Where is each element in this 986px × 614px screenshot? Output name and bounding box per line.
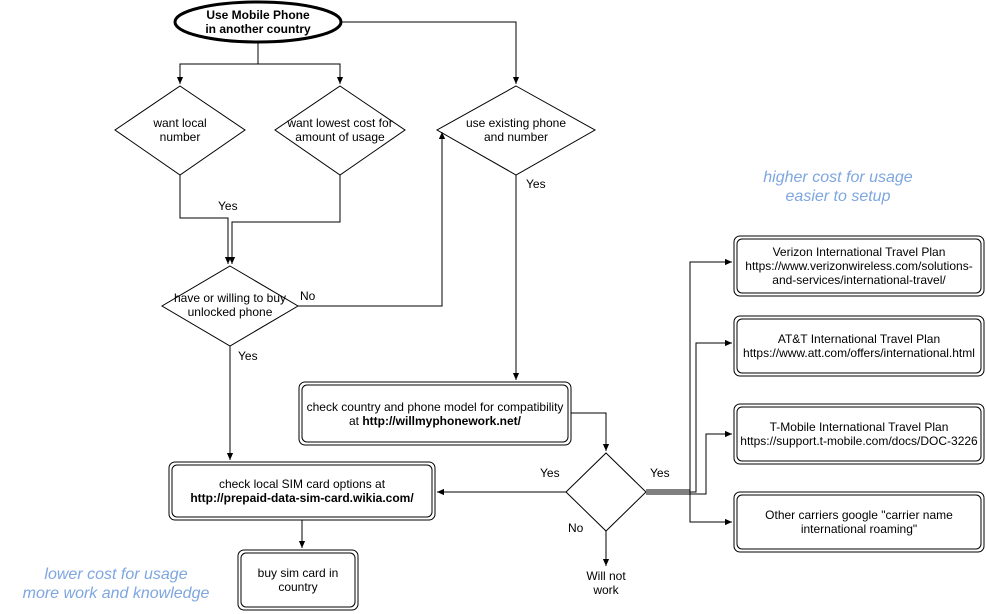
process-check-compat-label: check country and phone model for compat… <box>302 385 568 442</box>
check-sim-url[interactable]: http://prepaid-data-sim-card.wikia.com/ <box>190 491 414 505</box>
start-node-label: Use Mobile Phone in another country <box>176 8 340 36</box>
edge-local-to-unlocked <box>179 175 232 264</box>
edge-start-lowest <box>258 63 344 84</box>
edge-to-verizon <box>646 258 732 491</box>
edge-unlocked-no <box>298 132 446 307</box>
edge-to-tmobile <box>646 430 732 495</box>
edge-start-split <box>176 42 259 84</box>
edge-label-yes-local: Yes <box>218 199 238 213</box>
start-line1: Use Mobile Phone <box>206 8 310 22</box>
buy-sim-line2: country <box>278 580 318 594</box>
terminal-will-not-work: Will not work <box>576 569 636 597</box>
carrier-other-line2: international roaming" <box>800 522 918 536</box>
carrier-tmobile-line1: T-Mobile International Travel Plan <box>769 420 949 434</box>
terminal-line2: work <box>593 583 619 597</box>
check-compat-prefix: at <box>348 413 363 428</box>
process-buy-sim[interactable] <box>237 549 359 611</box>
edge-label-yes-unlocked: Yes <box>238 349 258 363</box>
terminal-line1: Will not <box>586 569 626 583</box>
decision-lowest-cost-label: want lowest cost for amount of usage <box>272 116 408 144</box>
check-compat-url[interactable]: http://willmyphonework.net/ <box>362 413 521 428</box>
edge-label-yes-left: Yes <box>540 466 560 480</box>
decision-local-number-label: want local number <box>130 116 230 144</box>
decision-local-line1: want local <box>153 116 207 130</box>
edge-start-existing <box>341 21 520 84</box>
decision-existing-line2: and number <box>483 130 549 144</box>
carrier-box-other[interactable] <box>733 491 985 553</box>
carrier-verizon-line2: https://www.verizonwireless.com/solution… <box>745 259 973 273</box>
edge-to-other <box>646 489 732 526</box>
decision-unlocked-phone-label: have or willing to buy unlocked phone <box>160 291 300 319</box>
decision-compat-result[interactable] <box>565 452 647 532</box>
note-lower-cost: lower cost for usage more work and knowl… <box>6 565 226 603</box>
check-compat-line2: at http://willmyphonework.net/ <box>307 414 564 428</box>
carrier-tmobile-line2: https://support.t-mobile.com/docs/DOC-32… <box>740 434 978 448</box>
check-compat-line1: check country and phone model for compat… <box>306 399 564 414</box>
process-check-sim-label: check local SIM card options at http://p… <box>172 465 432 517</box>
decision-lowest-line1: want lowest cost for <box>287 116 393 130</box>
decision-existing-line1: use existing phone <box>465 116 567 130</box>
carrier-att-line2: https://www.att.com/offers/international… <box>743 346 975 360</box>
note-higher-line1: higher cost for usage <box>763 169 913 186</box>
edge-label-yes-right: Yes <box>650 466 670 480</box>
carrier-other-line1: Other carriers google "carrier name <box>765 508 953 522</box>
carrier-box-verizon[interactable] <box>733 235 985 297</box>
edge-compat-to-diamond <box>571 412 610 451</box>
edge-label-no-bottom: No <box>568 521 584 535</box>
carrier-att-label: AT&T International Travel Plan https://w… <box>737 319 981 373</box>
carrier-verizon-label: Verizon International Travel Plan https:… <box>737 239 981 293</box>
edge-label-yes-existing: Yes <box>526 177 546 191</box>
note-higher-cost: higher cost for usage easier to setup <box>738 168 938 206</box>
edge-lowest-to-unlocked <box>228 175 341 264</box>
decision-unlocked-line1: have or willing to buy <box>173 291 287 305</box>
decision-existing-phone-label: use existing phone and number <box>446 116 586 144</box>
carrier-box-att[interactable] <box>733 315 985 377</box>
note-lower-line1: lower cost for usage <box>44 566 188 583</box>
start-line2: in another country <box>205 22 311 36</box>
decision-local-line2: number <box>159 130 201 144</box>
note-lower-line2: more work and knowledge <box>22 585 210 602</box>
carrier-box-tmobile[interactable] <box>733 403 985 465</box>
carrier-tmobile-label: T-Mobile International Travel Plan https… <box>737 407 981 461</box>
decision-unlocked-line2: unlocked phone <box>187 305 273 319</box>
edge-label-no-unlocked: No <box>300 289 316 303</box>
buy-sim-line1: buy sim card in <box>257 566 339 580</box>
process-buy-sim-label: buy sim card in country <box>241 553 355 607</box>
note-higher-line2: easier to setup <box>785 188 891 205</box>
edge-to-att <box>646 339 732 493</box>
check-sim-line1: check local SIM card options at <box>218 477 386 491</box>
carrier-verizon-line3: and-services/international-travel/ <box>772 273 946 287</box>
carrier-verizon-line1: Verizon International Travel Plan <box>772 245 946 259</box>
carrier-att-line1: AT&T International Travel Plan <box>777 332 941 346</box>
carrier-other-label: Other carriers google "carrier name inte… <box>737 495 981 549</box>
decision-lowest-line2: amount of usage <box>295 130 385 144</box>
